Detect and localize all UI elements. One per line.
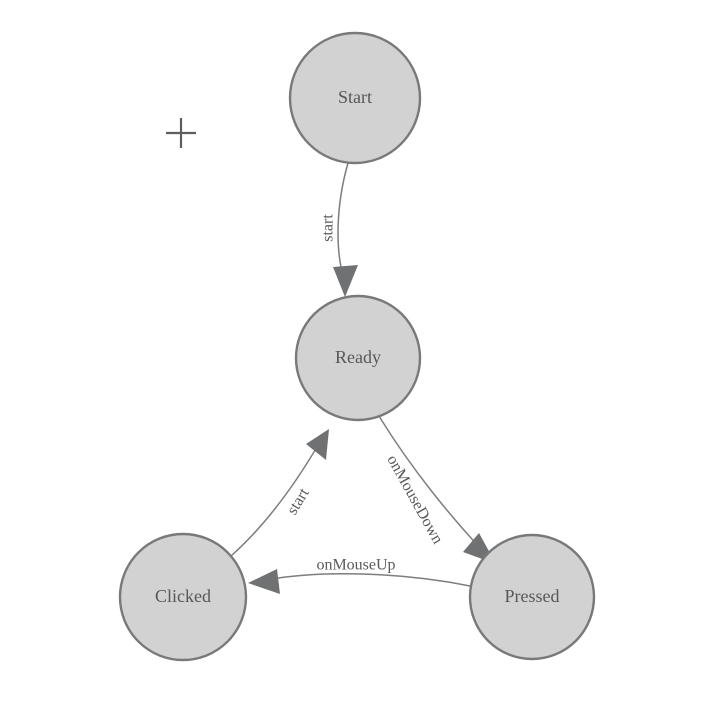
node-ready[interactable]: Ready bbox=[294, 294, 422, 422]
node-pressed-circle bbox=[468, 533, 596, 661]
edge-label-pressed-to-clicked: onMouseUp bbox=[316, 557, 395, 574]
node-ready-label: Ready bbox=[335, 347, 381, 367]
node-start-label: Start bbox=[338, 87, 372, 107]
edge-ready-to-pressed[interactable]: onMouseDown bbox=[378, 415, 496, 564]
node-clicked-label: Clicked bbox=[155, 586, 211, 606]
node-start-circle bbox=[288, 31, 422, 165]
edge-label-start-to-ready: start bbox=[320, 214, 337, 242]
edge-path-pressed-to-clicked bbox=[265, 573, 471, 587]
edge-clicked-to-ready[interactable]: start bbox=[230, 429, 329, 557]
arrowhead-start-to-ready bbox=[333, 265, 358, 297]
node-pressed[interactable]: Pressed bbox=[468, 533, 596, 661]
node-ready-circle bbox=[294, 294, 422, 422]
edge-start-to-ready[interactable]: start bbox=[320, 162, 358, 297]
edge-label-ready-to-pressed: onMouseDown bbox=[383, 452, 446, 547]
edge-path-clicked-to-ready bbox=[230, 446, 318, 557]
plus-marker-icon bbox=[166, 118, 196, 148]
arrowhead-clicked-to-ready bbox=[306, 429, 329, 460]
node-clicked[interactable]: Clicked bbox=[118, 532, 248, 662]
edge-pressed-to-clicked[interactable]: onMouseUp bbox=[248, 557, 471, 594]
edge-path-start-to-ready bbox=[337, 162, 349, 280]
arrowhead-pressed-to-clicked bbox=[248, 569, 280, 594]
node-start[interactable]: Start bbox=[288, 31, 422, 165]
node-clicked-circle bbox=[118, 532, 248, 662]
edge-path-ready-to-pressed bbox=[378, 415, 484, 552]
node-pressed-label: Pressed bbox=[505, 586, 560, 606]
